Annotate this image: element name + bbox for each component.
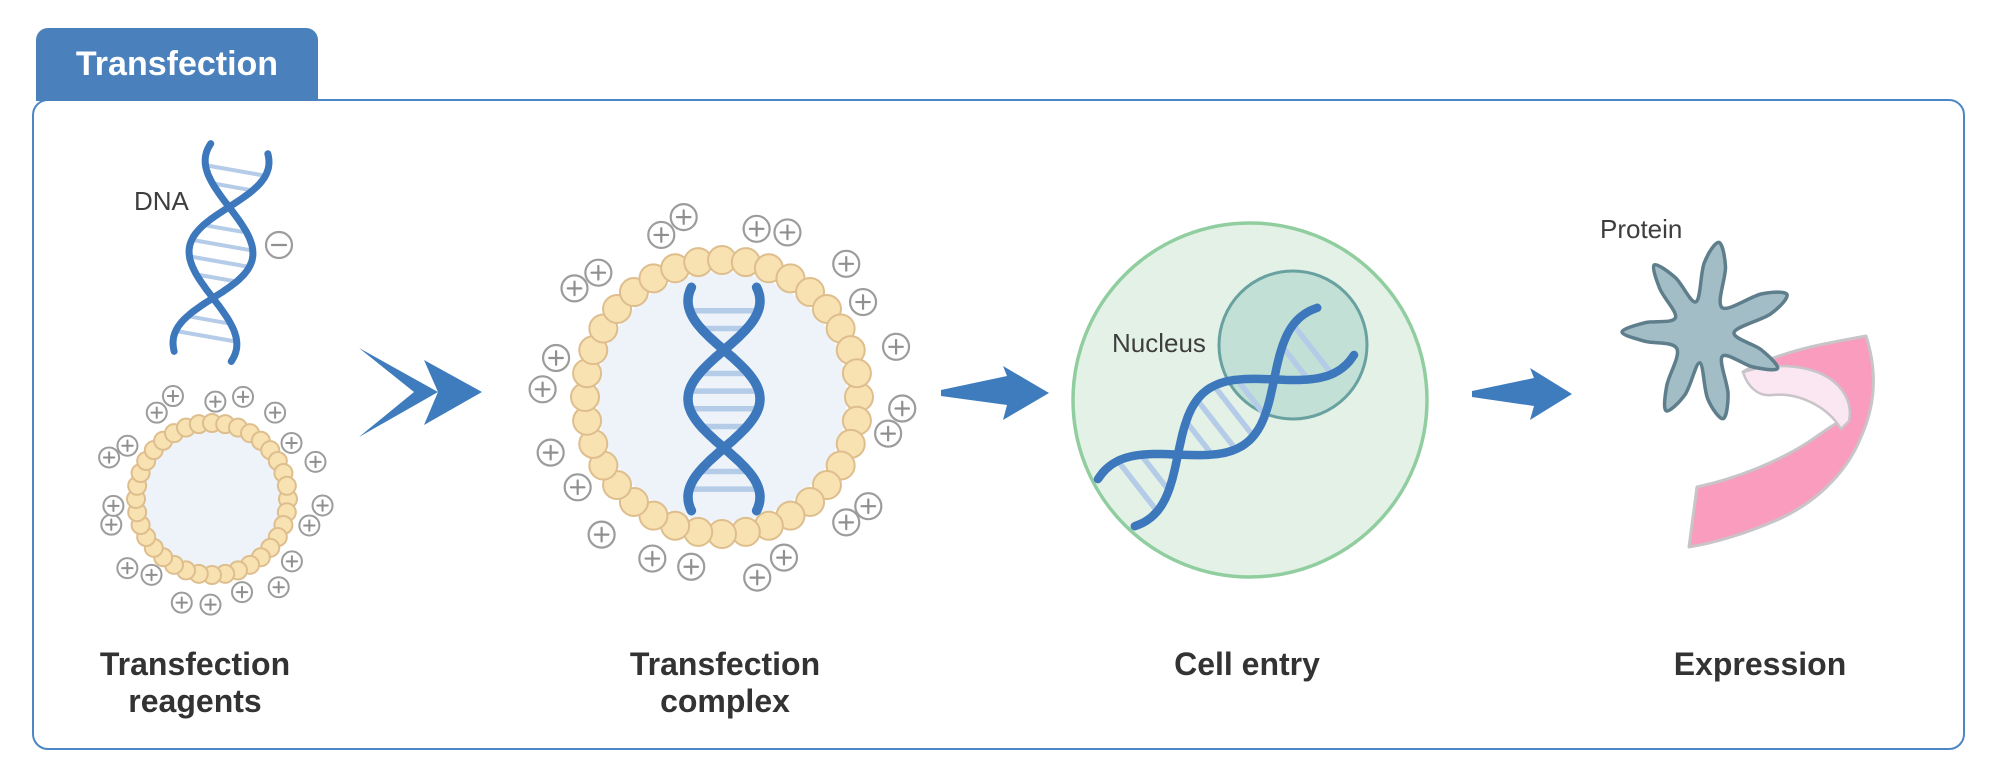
diagram-panel (32, 99, 1965, 750)
stage-label-line: reagents (128, 683, 262, 719)
stage-label-line: complex (660, 683, 790, 719)
stage-label-line: Transfection (629, 646, 821, 682)
dna-label: DNA (134, 186, 189, 216)
transfection-complex-vesicle (570, 245, 874, 549)
flow-arrow-2-icon (941, 366, 1049, 420)
liposome-vesicle-small (126, 413, 298, 585)
dna-helix (169, 140, 273, 365)
title-tab: Transfection (36, 28, 318, 101)
stage-label-line: Cell entry (1174, 646, 1320, 682)
plus-charges-small-icon (98, 385, 334, 616)
flow-arrow-1-icon (359, 348, 482, 437)
plus-charges-complex-icon (528, 202, 917, 592)
stage-label-line: Expression (1673, 646, 1847, 682)
dna-in-complex (683, 282, 765, 516)
protein-splat (1620, 240, 1789, 421)
stage-label-transfection-complex: Transfection complex (630, 646, 820, 720)
protein-label: Protein (1600, 214, 1683, 244)
nucleus-label: Nucleus (1112, 328, 1206, 358)
stage-label-transfection-reagents: Transfection reagents (100, 646, 290, 720)
stage-label-expression: Expression (1674, 646, 1847, 683)
cell-nucleus (1217, 269, 1369, 421)
title-tab-label: Transfection (75, 45, 279, 83)
flow-arrow-3-icon (1472, 368, 1572, 420)
stage-label-cell-entry: Cell entry (1174, 646, 1320, 683)
dna-in-cell (1093, 303, 1359, 531)
minus-charge-icon (264, 230, 294, 260)
stage-label-line: Transfection (99, 646, 291, 682)
